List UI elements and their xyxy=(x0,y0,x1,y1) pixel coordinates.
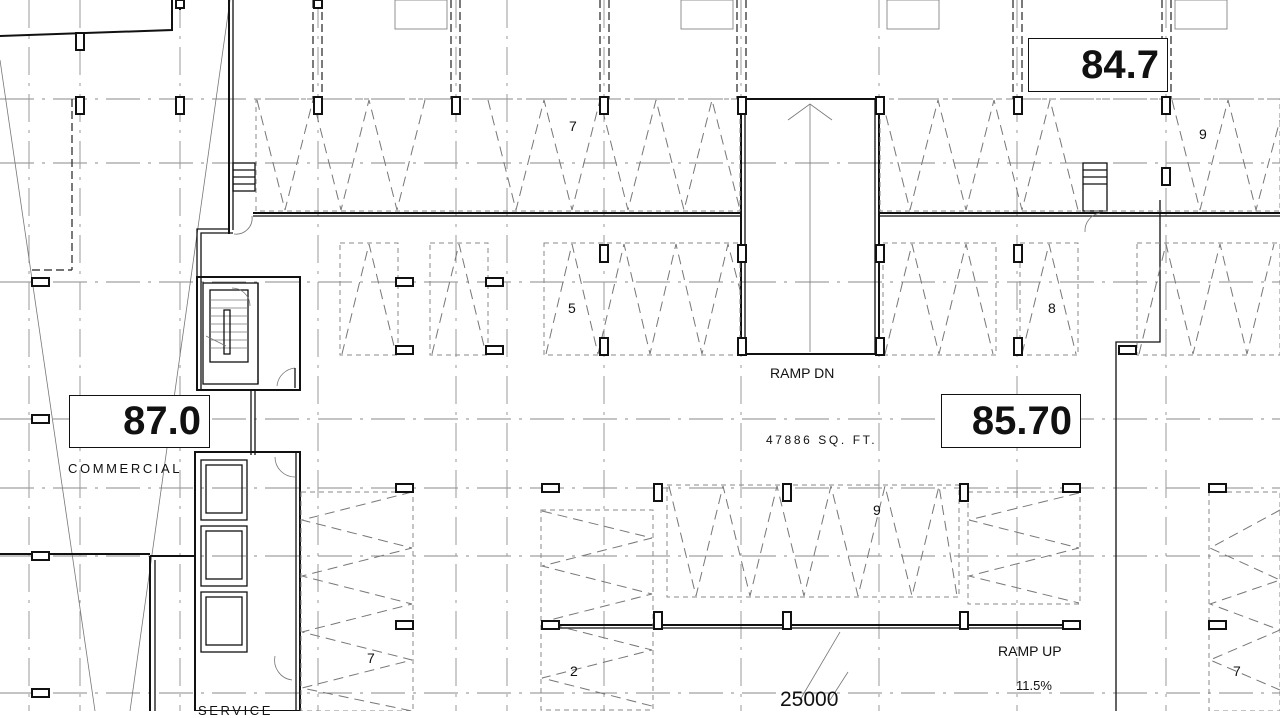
stall-count: 9 xyxy=(1199,126,1207,142)
stall-count: 7 xyxy=(1233,663,1241,679)
elevation-tag-84-7: 84.7 xyxy=(1028,38,1168,92)
elevator-icon xyxy=(200,459,248,653)
elevation-value: 85.70 xyxy=(971,398,1072,443)
stair-icon xyxy=(205,289,249,363)
dimension-label: 25000 xyxy=(780,688,839,711)
ramp-slope-label: 11.5% xyxy=(1016,678,1052,693)
stall-count: 7 xyxy=(569,118,577,134)
stall-count: 8 xyxy=(1048,300,1056,316)
stall-count: 7 xyxy=(367,650,375,666)
columns xyxy=(31,0,1227,698)
parking-stalls xyxy=(255,98,1280,711)
steps-icon xyxy=(232,162,1108,212)
elevation-tag-85-70: 85.70 xyxy=(941,394,1081,448)
elevation-tag-87-0: 87.0 xyxy=(69,395,210,448)
elevation-value: 87.0 xyxy=(123,399,201,443)
ramp-down-label: RAMP DN xyxy=(770,365,835,381)
stall-count: 5 xyxy=(568,300,576,316)
stall-count: 9 xyxy=(873,502,881,518)
area-sqft-label: 47886 SQ. FT. xyxy=(766,433,878,447)
stall-count: 2 xyxy=(570,663,578,679)
diagonal-lines xyxy=(0,0,849,711)
commercial-label: COMMERCIAL xyxy=(68,461,183,476)
elevation-value: 84.7 xyxy=(1081,42,1159,87)
ramp-up-label: RAMP UP xyxy=(998,643,1062,659)
